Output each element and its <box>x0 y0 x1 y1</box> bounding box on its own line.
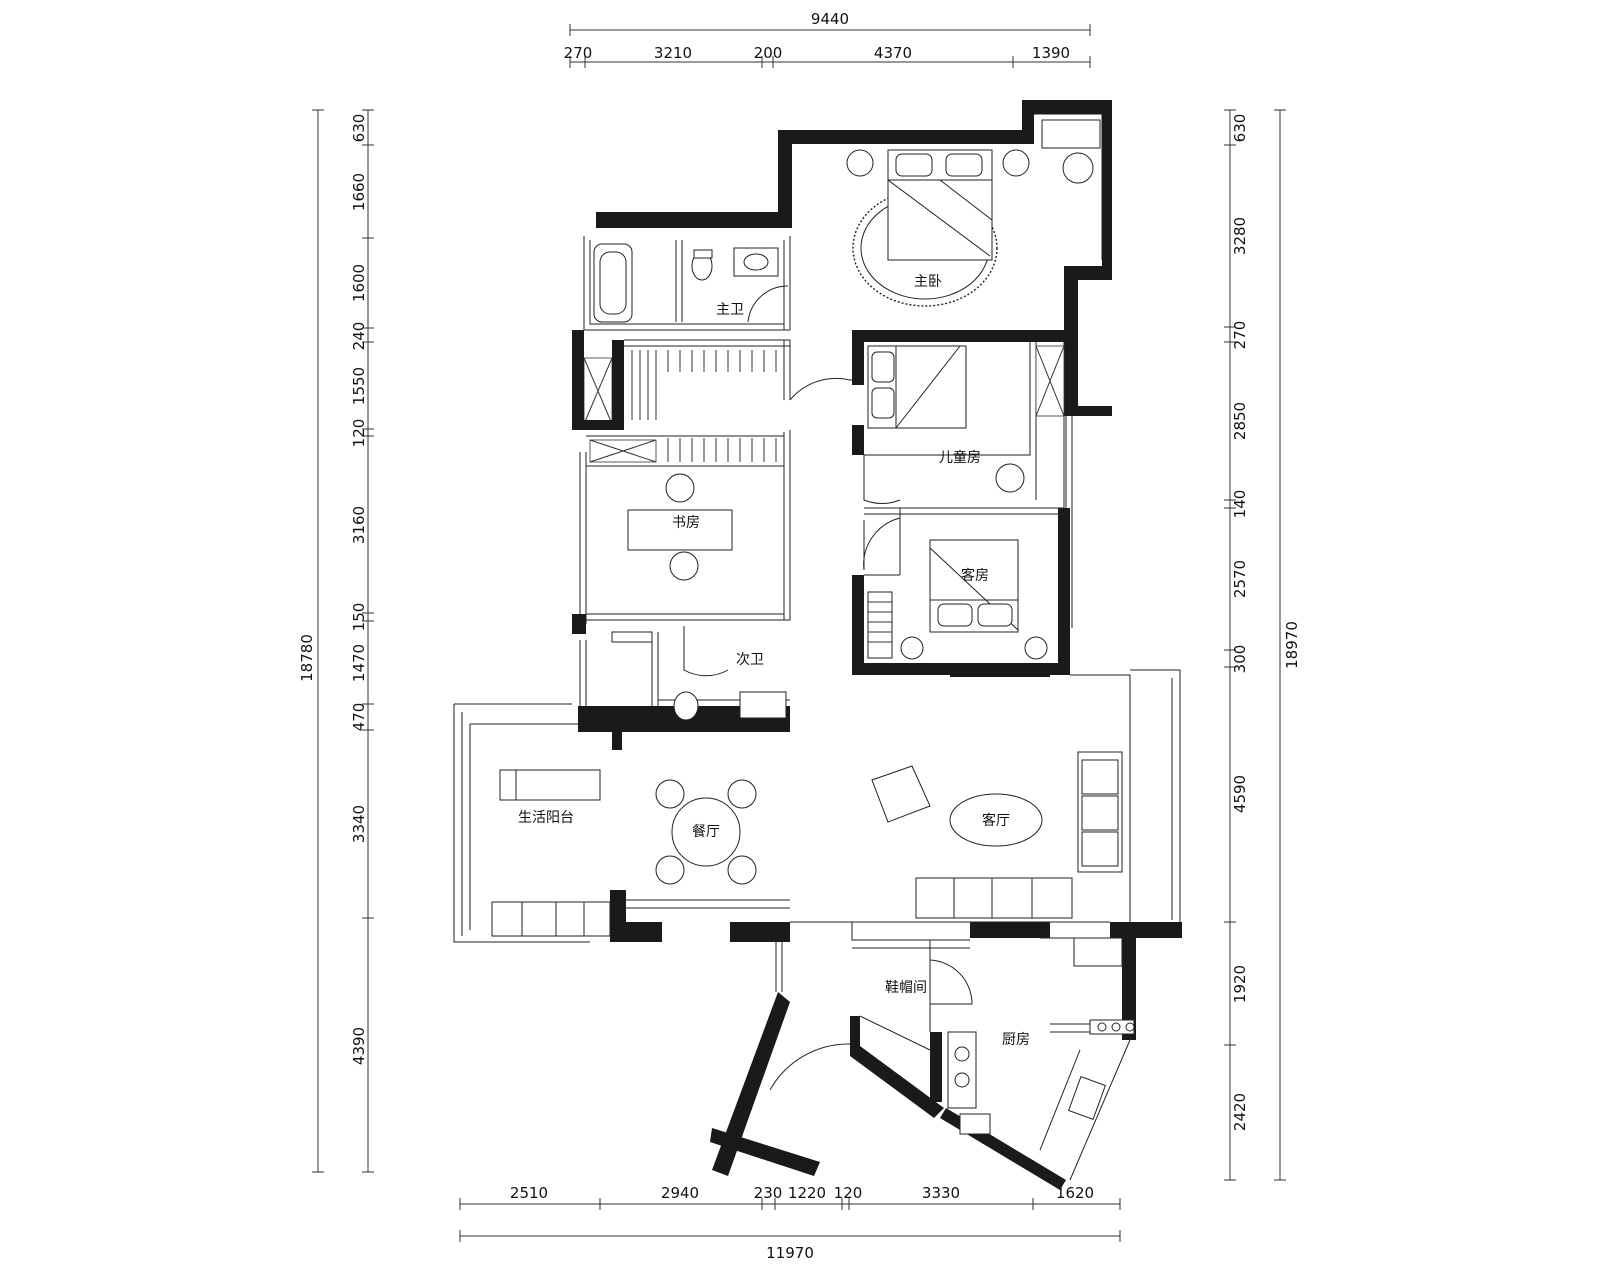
dim-left-0: 630 <box>350 114 368 143</box>
dim-bottom-3: 1220 <box>788 1184 826 1202</box>
dim-left-5: 120 <box>350 419 368 448</box>
dim-right-8: 1920 <box>1231 965 1249 1003</box>
dim-right-6: 300 <box>1231 645 1249 674</box>
master-bath-fixtures <box>593 243 779 323</box>
second-bath-fixtures <box>611 631 787 721</box>
dimension-bottom: 2510 2940 230 1220 120 3330 1620 11970 <box>459 1184 1121 1262</box>
living-furniture <box>871 751 1123 919</box>
dim-bottom-4: 120 <box>834 1184 863 1202</box>
dim-bottom-0: 2510 <box>510 1184 548 1202</box>
study-furniture <box>627 473 733 581</box>
dining-furniture <box>655 779 757 885</box>
dim-left-11: 4390 <box>350 1027 368 1065</box>
label-dining-room: 餐厅 <box>692 824 720 840</box>
door-swings <box>683 285 973 1091</box>
dim-bottom-1: 2940 <box>661 1184 699 1202</box>
dim-top-1: 3210 <box>654 44 692 62</box>
dimension-right: 630 3280 270 2850 140 2570 300 4590 1920… <box>1224 109 1301 1181</box>
label-second-bath: 次卫 <box>736 652 764 668</box>
dim-right-1: 3280 <box>1231 217 1249 255</box>
dim-bottom-5: 3330 <box>922 1184 960 1202</box>
label-master-bath: 主卫 <box>716 302 744 318</box>
label-guest-room: 客房 <box>961 567 989 584</box>
dimension-top: 9440 270 3210 200 4370 1390 <box>564 10 1091 68</box>
dim-top-total: 9440 <box>811 10 849 28</box>
wardrobe-hatching <box>589 350 777 463</box>
guest-bed <box>867 539 1048 660</box>
dim-top-0: 270 <box>564 44 593 62</box>
dim-right-5: 2570 <box>1231 560 1249 598</box>
dim-right-total: 18970 <box>1283 621 1301 669</box>
dim-left-1: 1660 <box>350 173 368 211</box>
dim-right-2: 270 <box>1231 321 1249 350</box>
label-balcony: 生活阳台 <box>518 810 574 826</box>
dim-left-7: 150 <box>350 603 368 632</box>
label-kids-room: 儿童房 <box>939 449 981 466</box>
dim-left-8: 1470 <box>350 644 368 682</box>
dim-left-2: 1600 <box>350 264 368 302</box>
dim-top-3: 4370 <box>874 44 912 62</box>
dim-right-9: 2420 <box>1231 1093 1249 1131</box>
kitchen-furniture <box>947 937 1135 1135</box>
master-bed <box>846 119 1101 307</box>
dim-right-4: 140 <box>1231 490 1249 519</box>
dim-right-0: 630 <box>1231 114 1249 143</box>
dim-right-7: 4590 <box>1231 775 1249 813</box>
dim-left-total: 18780 <box>298 634 316 682</box>
kids-bed <box>867 345 1065 493</box>
dim-left-4: 1550 <box>350 367 368 405</box>
interior-lines <box>583 236 1131 1181</box>
dimension-left: 18780 630 1660 1600 240 1550 120 3160 15… <box>298 109 374 1173</box>
dim-left-9: 470 <box>350 703 368 732</box>
room-labels: 主卧 主卫 儿童房 书房 客房 次卫 客厅 餐厅 生活阳台 鞋帽间 厨房 <box>518 274 1030 1048</box>
dim-bottom-2: 230 <box>754 1184 783 1202</box>
dim-top-4: 1390 <box>1032 44 1070 62</box>
label-living-room: 客厅 <box>982 812 1010 829</box>
balcony-furniture <box>491 769 611 937</box>
dim-bottom-6: 1620 <box>1056 1184 1094 1202</box>
dim-left-6: 3160 <box>350 506 368 544</box>
label-master-bedroom: 主卧 <box>914 274 942 290</box>
label-kitchen: 厨房 <box>1002 1032 1030 1048</box>
dim-bottom-total: 11970 <box>766 1244 814 1262</box>
dim-top-2: 200 <box>754 44 783 62</box>
dim-left-3: 240 <box>350 322 368 351</box>
dim-left-10: 3340 <box>350 805 368 843</box>
label-cloakroom: 鞋帽间 <box>885 980 927 996</box>
dim-right-3: 2850 <box>1231 402 1249 440</box>
label-study: 书房 <box>672 515 700 531</box>
